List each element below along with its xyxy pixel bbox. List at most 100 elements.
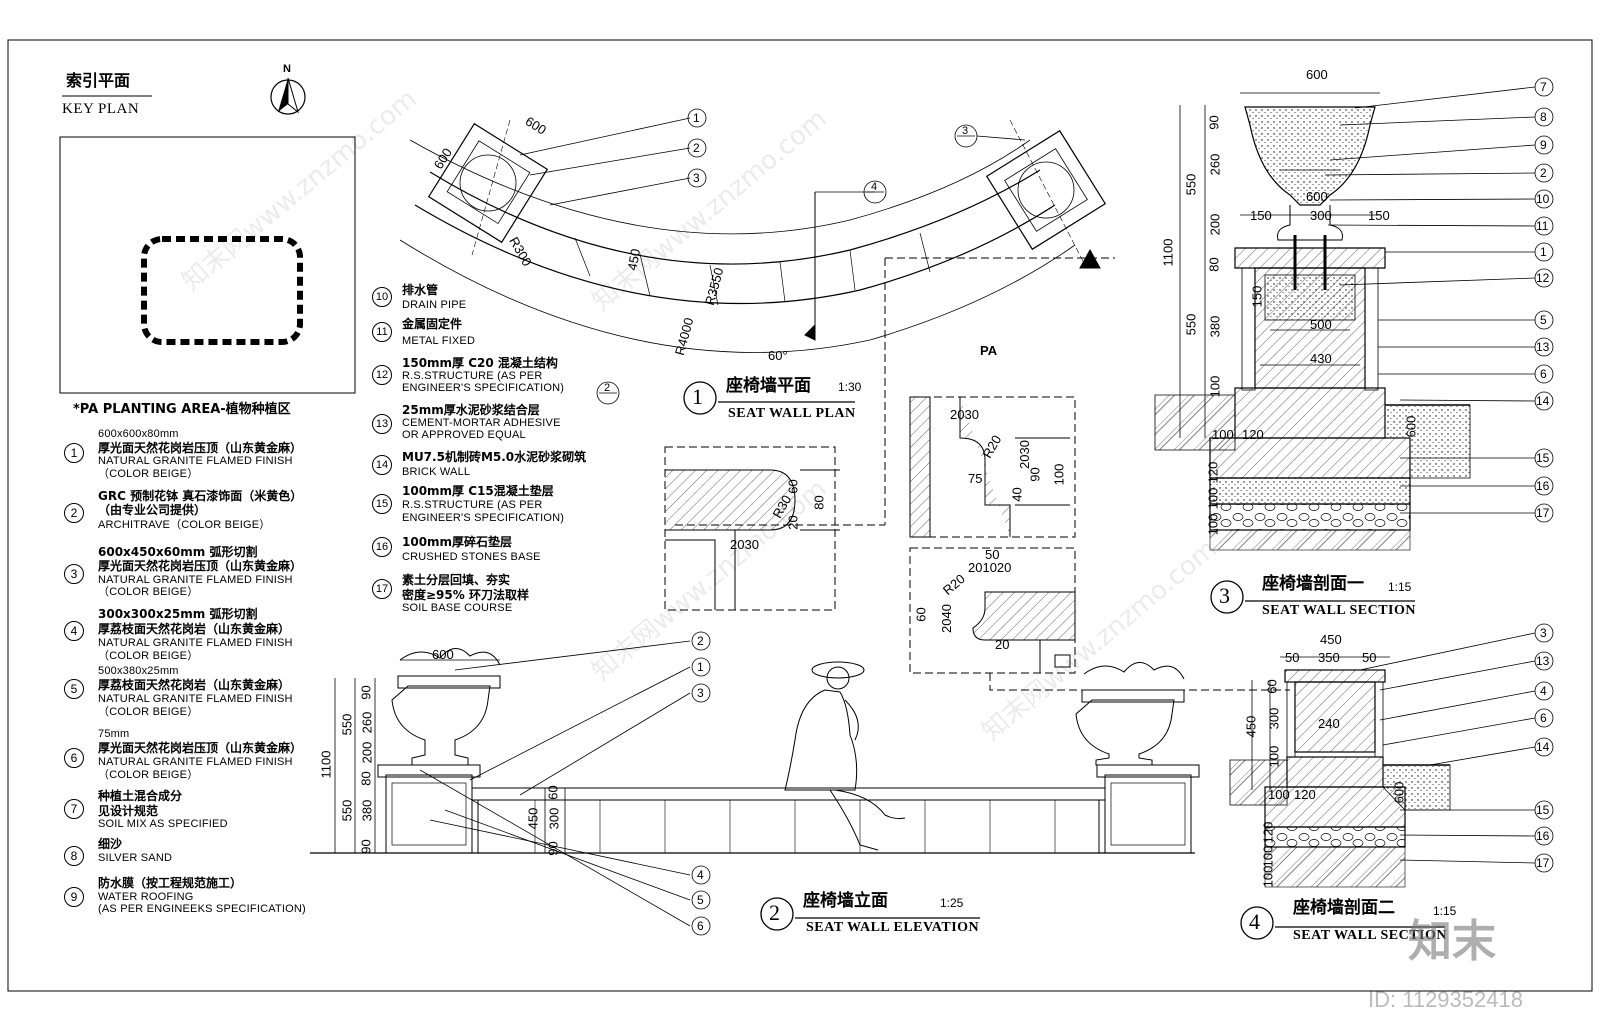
sec1-dim: 200 (1207, 213, 1223, 236)
legend-line: NATURAL GRANITE FLAMED FINISH (98, 455, 293, 467)
legend-line: （由专业公司提供） (98, 503, 207, 517)
legend-line: SOIL BASE COURSE (402, 602, 513, 614)
sec2-dim: 300 (1266, 707, 1282, 730)
elev-dim: 90 (358, 685, 374, 700)
section-mark-3: 3 (962, 125, 969, 137)
detail-2 (909, 396, 1076, 538)
sec1-title-circle (1210, 580, 1244, 614)
elev-dim: 600 (432, 647, 454, 662)
sec1-callout: 6 (1540, 367, 1547, 381)
sec2-callout: 16 (1536, 829, 1550, 843)
detail-dim: 2030 (950, 407, 979, 422)
legend-num: 10 (372, 287, 392, 307)
elev-dim: 90 (545, 841, 561, 856)
sec2-dim: 60 (1264, 679, 1280, 694)
legend-line: 排水管 (402, 283, 439, 297)
detail-1 (664, 446, 840, 611)
sec2-dim: 450 (1320, 632, 1342, 647)
legend-num: 2 (64, 503, 84, 523)
sec1-callout: 10 (1536, 192, 1550, 206)
sec1-dim: 600 (1306, 189, 1328, 204)
detail-3 (909, 547, 1290, 691)
sec1-dim: 150 (1368, 208, 1390, 223)
elev-dim: 380 (359, 799, 375, 822)
elev-dim: 60 (545, 785, 561, 800)
key-plan-title-cn: 索引平面 (66, 71, 131, 90)
sheet-border (7, 39, 1593, 992)
plan-title-cn: 座椅墙平面 (726, 376, 811, 396)
legend-line: 厚荔枝面天然花岗岩（山东黄金麻） (98, 622, 291, 636)
detail-dim: 2030 (1016, 440, 1032, 469)
legend-line: WATER ROOFING (98, 891, 194, 903)
legend-line: 150mm厚 C20 混凝土结构 (402, 356, 558, 370)
elev-dim: 450 (525, 807, 541, 830)
seat-wall-plan (399, 119, 1115, 526)
sec2-title-num: 4 (1249, 909, 1260, 934)
legend-line: ENGINEER'S SPECIFICATION) (402, 382, 565, 394)
detail-dim: 75 (968, 471, 983, 486)
sec1-dim: 600 (1403, 415, 1419, 438)
section-mark-4: 4 (871, 181, 878, 193)
detail-dim: 201020 (968, 560, 1012, 575)
plan-title-circle (683, 381, 717, 415)
detail-dim: 50 (985, 547, 1000, 562)
key-plan-footprint (141, 236, 303, 345)
sec1-callout: 8 (1540, 110, 1547, 124)
legend-num: 12 (372, 365, 392, 385)
sec2-callout: 15 (1536, 803, 1550, 817)
legend-num: 13 (372, 414, 392, 434)
north-arrow-icon (270, 77, 306, 115)
sec2-callout: 6 (1540, 711, 1547, 725)
plan-callout: 1 (693, 111, 700, 125)
sec1-dim: 100 (1207, 375, 1223, 398)
elev-callout: 2 (697, 634, 704, 648)
elev-dim: 550 (339, 713, 355, 736)
north-label: N (283, 63, 291, 75)
sec2-title-circle (1240, 906, 1274, 940)
sec1-dim: 100 (1205, 487, 1221, 510)
sec1-title-cn: 座椅墙剖面一 (1262, 574, 1364, 594)
elev-dim: 90 (358, 839, 374, 854)
sec1-callout: 14 (1536, 394, 1550, 408)
plan-scale: 1:30 (838, 380, 862, 394)
legend-line: 厚光面天然花岗岩压顶（山东黄金麻） (98, 559, 303, 573)
elev-dim: 200 (359, 741, 375, 764)
legend-line: 种植土混合成分 (98, 789, 183, 803)
sec1-dim: 90 (1206, 115, 1222, 130)
sec1-dim: 550 (1183, 173, 1199, 196)
sec1-dim: 100 (1212, 427, 1234, 442)
plan-title-num: 1 (692, 384, 703, 409)
detail-dim: 20 (995, 637, 1010, 652)
legend-line: 100mm厚 C15混凝土垫层 (402, 484, 554, 498)
legend-num: 14 (372, 455, 392, 475)
elev-title-num: 2 (769, 900, 780, 925)
detail-dim: 2040 (938, 604, 954, 633)
sec1-callout: 5 (1540, 313, 1547, 327)
legend-line: MU7.5机制砖M5.0水泥砂浆砌筑 (402, 450, 587, 464)
sec1-dim: 100 (1205, 513, 1221, 536)
sec2-dim: 100 (1268, 787, 1290, 802)
legend-line: 厚光面天然花岗岩压顶（山东黄金麻） (98, 741, 303, 755)
sec1-callout: 13 (1536, 340, 1550, 354)
legend-line: ARCHITRAVE（COLOR BEIGE） (98, 519, 271, 531)
legend-line: （COLOR BEIGE） (98, 586, 199, 598)
legend-num: 17 (372, 579, 392, 599)
sec2-callout: 14 (1536, 740, 1550, 754)
detail-dim: 90 (1027, 467, 1043, 482)
sec1-callout: 2 (1540, 166, 1547, 180)
section1-leaders (1324, 77, 1554, 523)
sec2-dim: 100 (1260, 845, 1276, 868)
elev-callout: 3 (697, 686, 704, 700)
sec1-dim: 600 (1306, 67, 1328, 82)
legend-line: BRICK WALL (402, 466, 471, 478)
pa-note: *PA PLANTING AREA-植物种植区 (73, 402, 291, 417)
plan-title-en: SEAT WALL PLAN (728, 406, 856, 421)
sec1-dim: 300 (1310, 208, 1332, 223)
legend-num: 15 (372, 494, 392, 514)
legend-line: (AS PER ENGINEEKS SPECIFICATION) (98, 903, 306, 915)
sec1-dim: 550 (1183, 313, 1199, 336)
legend-line: 300x300x25mm 弧形切割 (98, 607, 258, 621)
sec1-callout: 7 (1540, 80, 1547, 94)
elev-dim: 260 (359, 711, 375, 734)
sec1-scale: 1:15 (1388, 580, 1412, 594)
